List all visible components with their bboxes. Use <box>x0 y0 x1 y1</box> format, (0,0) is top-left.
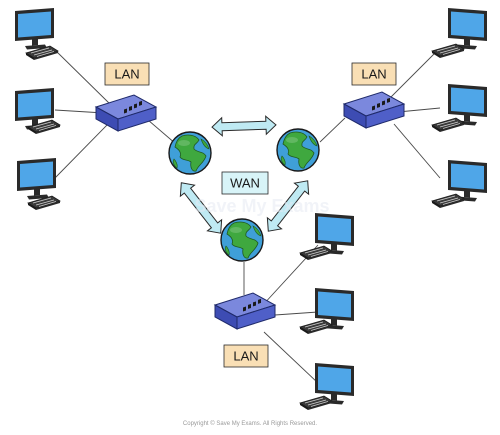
globe-icon <box>220 218 264 262</box>
keyboard-icon <box>299 245 333 261</box>
left-lan-computers <box>15 8 61 211</box>
lan-label-bottom: LAN <box>223 344 269 368</box>
right-lan-computers <box>431 8 487 209</box>
bottom-lan-computers <box>299 213 354 411</box>
wan-label: WAN <box>221 171 269 195</box>
svg-text:LAN: LAN <box>233 349 258 364</box>
lan-label-left: LAN <box>104 62 150 86</box>
keyboard-icon <box>431 117 465 133</box>
network-switch-icon <box>214 292 276 330</box>
copyright-text: Copyright © Save My Exams. All Rights Re… <box>182 421 318 427</box>
svg-text:WAN: WAN <box>230 176 260 191</box>
lan-label-right: LAN <box>351 62 397 86</box>
monitor-icon <box>17 158 56 200</box>
monitor-icon <box>448 8 487 50</box>
double-arrow-icon <box>211 115 277 137</box>
globe-icon <box>276 128 320 172</box>
watermark: Save My Exams <box>194 196 329 216</box>
link-lines <box>54 49 441 384</box>
svg-text:LAN: LAN <box>114 67 139 82</box>
globe-icon <box>168 131 212 175</box>
keyboard-icon <box>431 193 465 209</box>
monitor-icon <box>15 8 54 50</box>
network-switch-icon <box>343 91 405 129</box>
network-switch-icon <box>95 94 157 132</box>
keyboard-icon <box>299 319 333 335</box>
keyboard-icon <box>431 43 465 59</box>
keyboard-icon <box>299 395 333 411</box>
svg-text:LAN: LAN <box>361 67 386 82</box>
